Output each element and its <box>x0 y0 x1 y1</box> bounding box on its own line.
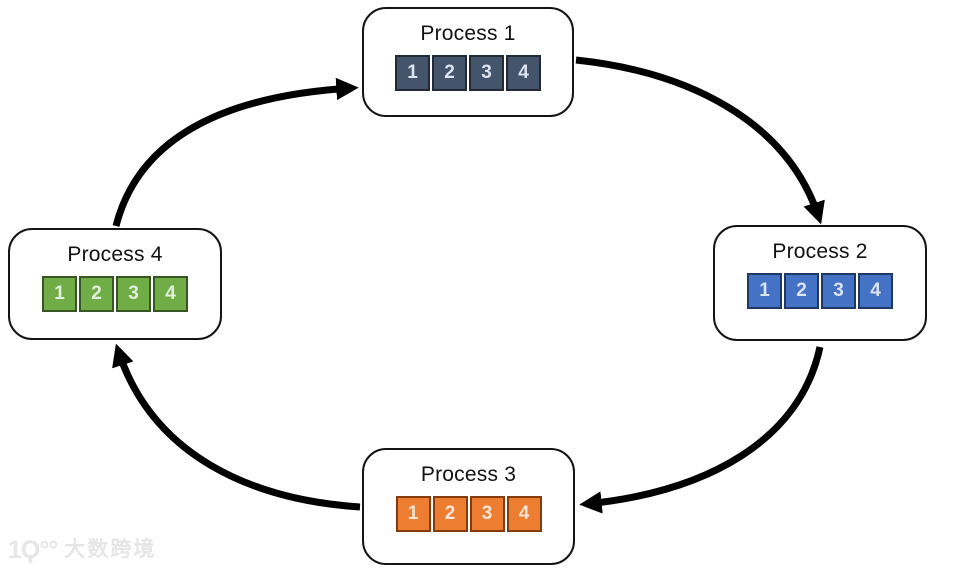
node-process-2: Process 2 1 2 3 4 <box>713 225 927 341</box>
node-process-1-cell-strip: 1 2 3 4 <box>395 55 541 91</box>
cell: 2 <box>432 55 467 91</box>
node-process-1-title: Process 1 <box>420 22 516 45</box>
cell: 2 <box>784 273 819 309</box>
cell: 1 <box>42 276 77 312</box>
node-process-1: Process 1 1 2 3 4 <box>362 7 574 117</box>
cell: 1 <box>395 55 430 91</box>
cell: 3 <box>469 496 505 532</box>
node-process-4: Process 4 1 2 3 4 <box>8 228 222 340</box>
cell: 4 <box>506 55 541 91</box>
node-process-3-cell-strip: 1 2 3 4 <box>395 496 542 532</box>
watermark-logo-icon: 1Ϙ°° <box>8 536 58 564</box>
cell: 3 <box>821 273 856 309</box>
arrow-process-4-to-process-1 <box>112 77 359 227</box>
cell: 3 <box>116 276 151 312</box>
node-process-2-cell-strip: 1 2 3 4 <box>747 273 893 309</box>
cell: 1 <box>395 496 431 532</box>
node-process-4-title: Process 4 <box>67 243 163 266</box>
node-process-3: Process 3 1 2 3 4 <box>362 448 575 565</box>
arrow-process-1-to-process-2 <box>575 56 825 225</box>
cell: 4 <box>153 276 188 312</box>
watermark: 1Ϙ°° 大数跨境 <box>8 536 157 564</box>
arrow-process-2-to-process-3 <box>579 346 824 514</box>
cell: 3 <box>469 55 504 91</box>
watermark-text: 大数跨境 <box>64 538 157 561</box>
cell: 4 <box>506 496 542 532</box>
node-process-2-title: Process 2 <box>772 240 868 263</box>
arrow-process-3-to-process-4 <box>112 343 361 511</box>
cell: 1 <box>747 273 782 309</box>
cell: 2 <box>432 496 468 532</box>
cell: 2 <box>79 276 114 312</box>
node-process-4-cell-strip: 1 2 3 4 <box>42 276 188 312</box>
cell: 4 <box>858 273 893 309</box>
node-process-3-title: Process 3 <box>420 463 517 486</box>
